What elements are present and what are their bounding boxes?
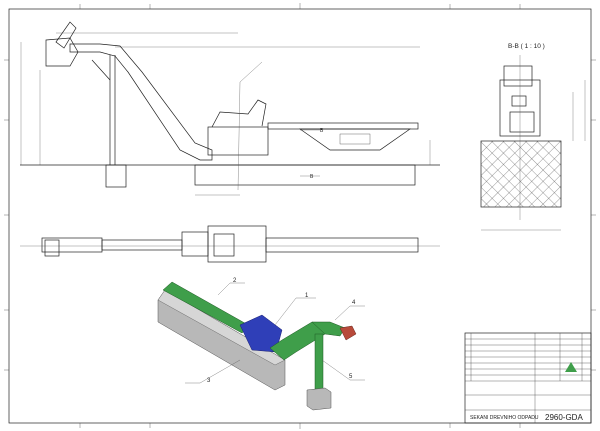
isometric-3d-view: 2 1 3 4 5 — [157, 278, 365, 411]
title-block: SEKANI DREVNIHO ODPADU 2960-GDA — [464, 332, 592, 424]
drawing-number: 2960-GDA — [545, 413, 583, 422]
section-marker-bottom: B — [310, 174, 314, 180]
plan-view — [20, 225, 440, 263]
balloon-3: 3 — [207, 378, 211, 384]
chipper — [239, 314, 283, 353]
balloon-1: 1 — [305, 293, 309, 299]
section-b-b-view: B-B ( 1 : 10 ) — [480, 43, 586, 231]
frame-ticks — [4, 3, 596, 429]
support-column — [314, 333, 324, 390]
column-foundation — [306, 387, 332, 411]
balloon-2: 2 — [233, 278, 237, 284]
balloon-5: 5 — [349, 374, 353, 380]
section-marker-top: B — [320, 128, 324, 134]
side-elevation-view: B B — [20, 21, 440, 196]
drawing-title: SEKANI DREVNIHO ODPADU — [470, 415, 539, 421]
concrete-foundation-hatch — [480, 140, 562, 208]
balloon-4: 4 — [352, 300, 356, 306]
section-title: B-B ( 1 : 10 ) — [508, 43, 545, 50]
drive-motor — [339, 325, 357, 341]
